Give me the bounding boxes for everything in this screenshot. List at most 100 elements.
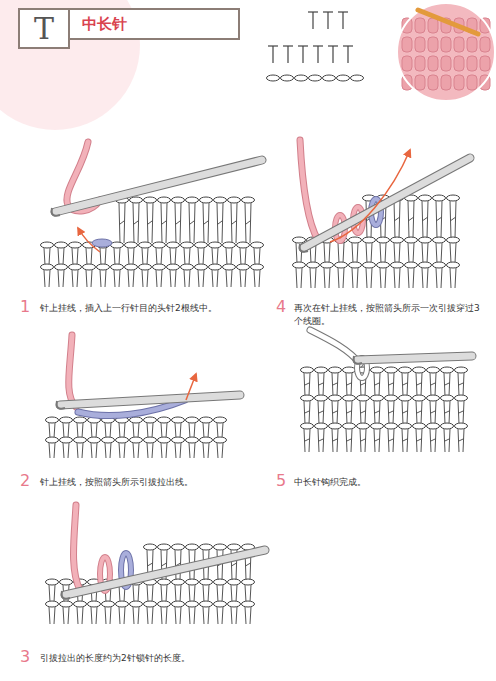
stitch-post <box>301 268 302 288</box>
stitch-post <box>421 373 422 396</box>
stitch-post <box>175 443 176 458</box>
stitch-head <box>116 437 129 443</box>
stitch-post <box>309 401 310 424</box>
stitch-wrap <box>304 411 310 414</box>
stitch-head <box>125 242 138 248</box>
stitch-head <box>181 242 194 248</box>
stitch-head <box>214 197 227 203</box>
stitch-head <box>167 264 180 270</box>
stitch-wrap <box>436 217 442 221</box>
stitch-wrap <box>147 220 153 225</box>
stitch-wrap <box>360 383 366 386</box>
stitch-post <box>152 607 153 624</box>
stitch-post <box>222 423 223 438</box>
stitch-post <box>63 443 64 458</box>
stitch-post <box>379 429 380 452</box>
stitch-head <box>186 544 199 550</box>
stitch-head <box>293 237 306 243</box>
stitch-wrap <box>444 439 450 442</box>
photo-stitch <box>441 75 451 90</box>
stitch-post <box>54 607 55 624</box>
stitch-post <box>236 585 237 602</box>
stitch-post <box>222 585 223 602</box>
stitch-post <box>142 270 143 287</box>
stitch-post <box>323 401 324 424</box>
stitch-head <box>130 601 143 607</box>
stitch-head <box>349 237 362 243</box>
stitch-post <box>133 607 134 624</box>
step-number: 2 <box>20 473 30 489</box>
stitch-post <box>152 443 153 458</box>
stitch-post <box>231 270 232 287</box>
stitch-post <box>379 373 380 396</box>
stitch-post <box>236 607 237 624</box>
stitch-post <box>124 443 125 458</box>
stitch-post <box>100 270 101 287</box>
stitch-post <box>217 607 218 624</box>
stitch-post <box>161 203 162 243</box>
stitch-post <box>323 429 324 452</box>
stitch-post <box>194 443 195 458</box>
stitch-post <box>105 423 106 438</box>
stitch-post <box>58 270 59 287</box>
chain-symbol <box>267 75 280 81</box>
stitch-post <box>455 201 456 238</box>
stitch-head <box>228 579 241 585</box>
stitch-post <box>371 243 372 263</box>
stitch-post <box>175 248 176 265</box>
stitch-wrap <box>332 439 338 442</box>
stitch-symbol-chart <box>267 12 364 81</box>
stitch-post <box>105 443 106 458</box>
stitch-head <box>88 601 101 607</box>
stitch-post <box>217 585 218 602</box>
stitch-post <box>226 248 227 265</box>
stitch-post <box>194 423 195 438</box>
stitch-wrap <box>388 411 394 414</box>
step-number: 5 <box>276 473 286 489</box>
stitch-post <box>189 443 190 458</box>
stitch-post <box>449 401 450 424</box>
stitch-post <box>245 270 246 287</box>
stitch-head <box>301 395 314 401</box>
stitch-post <box>463 429 464 452</box>
stitch-head <box>237 264 250 270</box>
stitch-post <box>231 248 232 265</box>
stitch-head <box>223 264 236 270</box>
stitch-head <box>307 262 320 268</box>
stitch-post <box>240 248 241 265</box>
stitch-post <box>184 270 185 287</box>
stitch-post <box>245 203 246 243</box>
stitch-post <box>180 585 181 602</box>
stitch-post <box>119 443 120 458</box>
stitch-head <box>385 423 398 429</box>
stitch-post <box>407 401 408 424</box>
stitch-post <box>184 248 185 265</box>
stitch-post <box>208 443 209 458</box>
stitch-head <box>447 195 460 201</box>
stitch-post <box>371 268 372 288</box>
stitch-post <box>189 585 190 602</box>
stitch-wrap <box>304 383 310 386</box>
stitch-head <box>251 264 264 270</box>
step-1-illustration <box>41 142 264 287</box>
fabric <box>116 197 255 243</box>
stitch-head <box>41 264 54 270</box>
stitch-post <box>449 429 450 452</box>
stitch-post <box>421 429 422 452</box>
fabric <box>301 367 468 452</box>
stitch-post <box>449 373 450 396</box>
stitch-head <box>209 264 222 270</box>
stitch-post <box>203 248 204 265</box>
stitch-post <box>82 423 83 438</box>
stitch-head <box>144 197 157 203</box>
photo-stitch <box>480 37 490 52</box>
yarn <box>69 335 76 407</box>
stitch-head <box>153 242 166 248</box>
stitch-post <box>49 248 50 265</box>
stitch-head <box>200 601 213 607</box>
hook-shaft <box>60 395 240 405</box>
stitch-wrap <box>360 411 366 414</box>
photo-stitch <box>415 75 425 90</box>
stitch-head <box>46 417 59 423</box>
stitch-post <box>259 248 260 265</box>
